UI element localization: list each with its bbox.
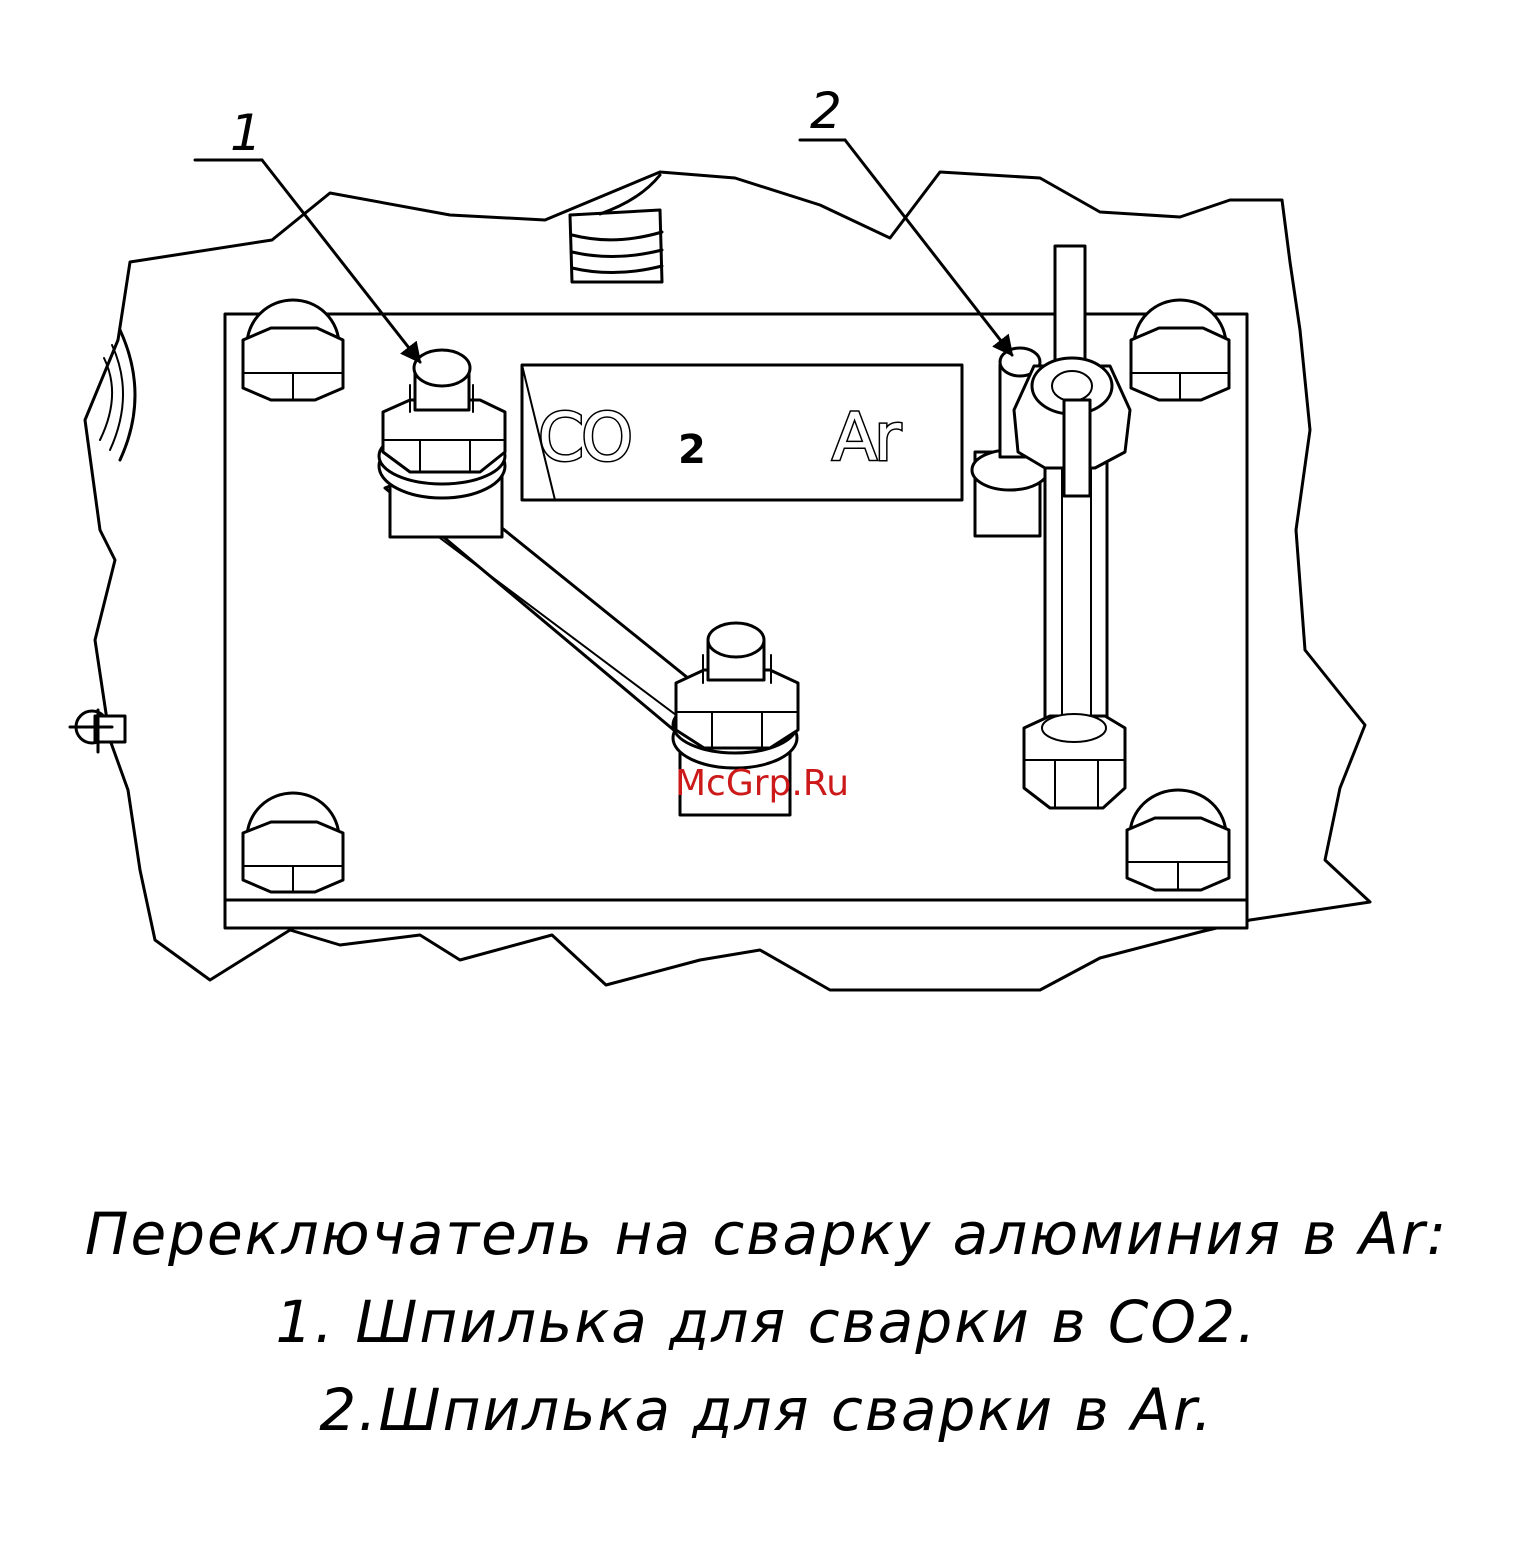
watermark: McGrp.Ru	[675, 763, 849, 804]
caption-item-2: 2.Шпилька для сварки в Ar.	[0, 1366, 1533, 1454]
caption-item-1: 1. Шпилька для сварки в CO2.	[0, 1278, 1533, 1366]
corner-bolt-top-left-icon	[243, 300, 343, 400]
stud-ar-bottom-nut-icon	[1024, 714, 1125, 808]
label-co2-subscript: 2	[678, 427, 706, 473]
stud-ar-cap-icon	[1014, 246, 1130, 496]
callout-2-number: 2	[810, 82, 842, 140]
label-co2-text: CO	[538, 399, 630, 476]
callout-1-number: 1	[230, 104, 262, 162]
edge-mark-icon	[70, 710, 125, 752]
caption-title: Переключатель на сварку алюминия в Ar:	[0, 1190, 1533, 1278]
label-ar-text: Ar	[832, 399, 902, 476]
corner-bolt-bottom-left-icon	[243, 793, 343, 892]
caption: Переключатель на сварку алюминия в Ar: 1…	[0, 1190, 1533, 1454]
gas-label-plate: CO 2 Ar	[522, 365, 962, 500]
corner-bolt-top-right-icon	[1131, 300, 1229, 400]
corner-bolt-bottom-right-icon	[1127, 790, 1229, 890]
